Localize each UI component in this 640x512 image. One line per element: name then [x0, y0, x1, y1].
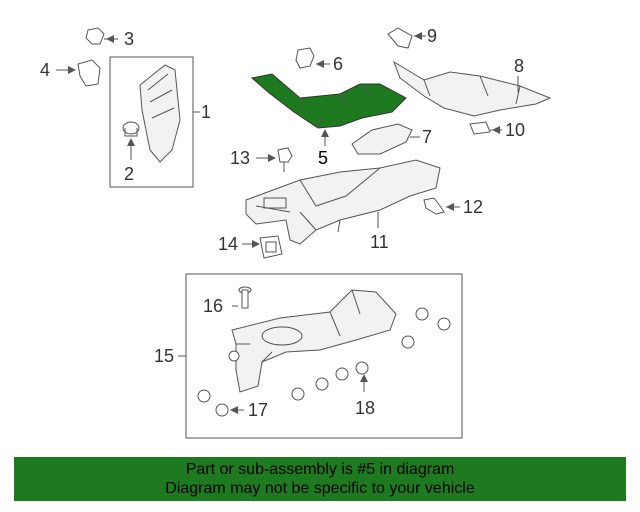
callout-12: 12 — [463, 197, 483, 217]
part-1-group: 1 2 — [109, 56, 211, 188]
callout-18: 18 — [355, 398, 375, 418]
callout-4: 4 — [40, 60, 50, 80]
part-5-highlighted: 5 — [250, 73, 407, 168]
callout-10: 10 — [505, 120, 525, 140]
callout-5: 5 — [318, 148, 328, 168]
callout-6: 6 — [333, 54, 343, 74]
part-15-bracket — [231, 289, 397, 393]
part-10-clip: 10 — [469, 120, 525, 140]
part-11-console: 11 — [245, 159, 441, 252]
banner-line-1: Part or sub-assembly is #5 in diagram — [185, 461, 455, 478]
part-1-panel — [139, 64, 181, 163]
callout-17: 17 — [248, 400, 268, 420]
callout-2: 2 — [124, 164, 134, 184]
callout-3: 3 — [124, 29, 134, 49]
banner-line-2: Diagram may not be specific to your vehi… — [165, 480, 475, 497]
part-12-bolt: 12 — [423, 197, 483, 217]
callout-11: 11 — [370, 232, 389, 252]
callout-15: 15 — [154, 346, 174, 366]
part-3-screw: 3 — [85, 27, 134, 49]
part-18-screws: 18 — [291, 361, 375, 418]
part-6-bolt: 6 — [295, 47, 343, 74]
part-2-clip — [122, 121, 140, 135]
part-14-clip: 14 — [218, 234, 283, 259]
info-banner: Part or sub-assembly is #5 in diagram Di… — [14, 457, 626, 501]
part-4-bracket: 4 — [40, 59, 101, 87]
callout-14: 14 — [218, 234, 238, 254]
part-9-clip: 9 — [387, 26, 437, 49]
callout-9: 9 — [427, 26, 437, 46]
part-5-shape — [250, 73, 407, 129]
callout-16: 16 — [203, 296, 223, 316]
part-15-group: 15 16 18 — [154, 273, 463, 439]
part-16-pin: 16 — [203, 286, 252, 316]
callout-8: 8 — [514, 56, 524, 76]
part-17-nuts: 17 — [197, 389, 268, 420]
callout-7: 7 — [422, 127, 432, 147]
part-8-duct: 8 — [393, 56, 552, 117]
part-7-trim: 7 — [351, 123, 432, 155]
callout-13: 13 — [230, 148, 250, 168]
part-13-bolt: 13 — [230, 147, 293, 172]
part-1-frame — [109, 56, 194, 188]
callout-1: 1 — [201, 102, 211, 122]
